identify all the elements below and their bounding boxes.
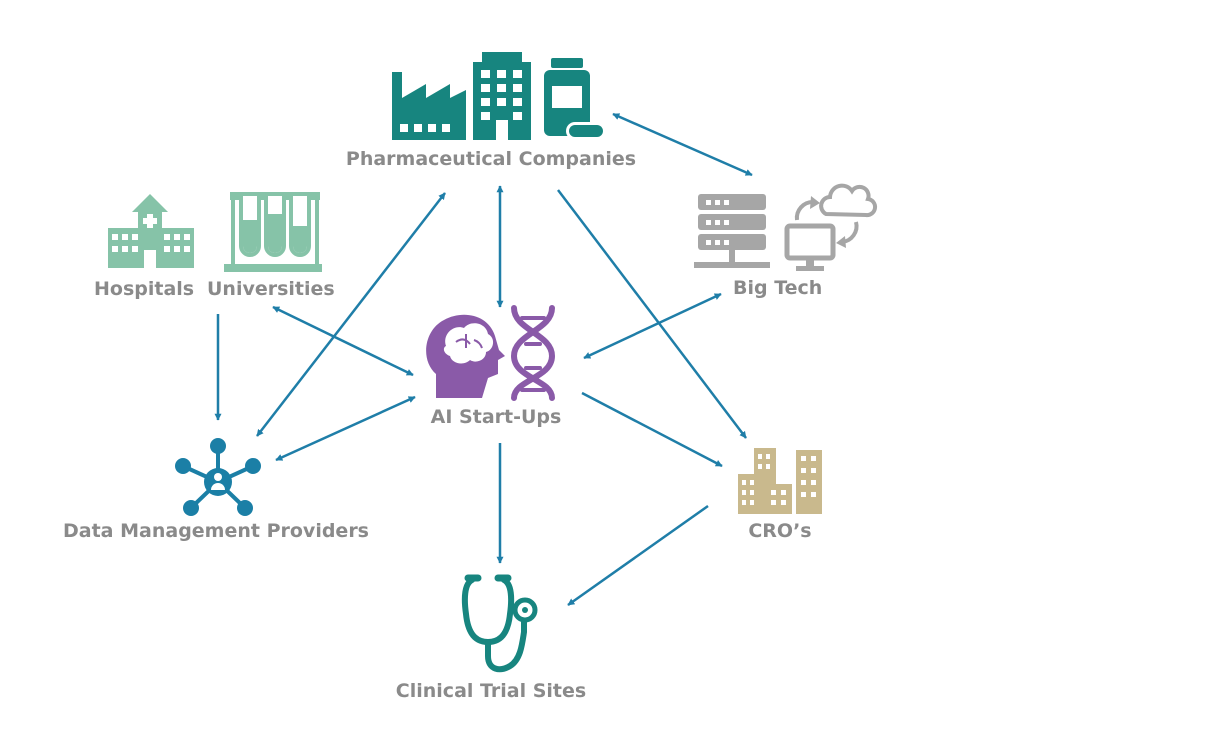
server-rack-icon: [694, 194, 770, 268]
factory-icon: [392, 72, 466, 140]
edge-cros-clinical: [567, 504, 709, 607]
node-bigtech: Big Tech: [694, 183, 878, 299]
network-hub-icon: [175, 438, 261, 516]
edge-aistartups-datamgmt: [275, 395, 416, 462]
medicine-bottle-icon: [544, 58, 606, 140]
node-datamgmt: Data Management Providers: [63, 438, 369, 542]
test-tubes-icon: [224, 192, 322, 272]
cros-label: CRO’s: [748, 520, 811, 542]
brain-head-icon: [426, 314, 505, 398]
cloud-computer-icon: [784, 183, 878, 271]
aistartups-label: AI Start-Ups: [431, 406, 562, 428]
node-hospitals: Hospitals: [94, 194, 194, 300]
hospitals-label: Hospitals: [94, 278, 194, 300]
datamgmt-label: Data Management Providers: [63, 520, 369, 542]
edge-aistartups-cros: [581, 391, 723, 468]
stethoscope-icon: [461, 574, 538, 673]
node-pharma: Pharmaceutical Companies: [346, 52, 636, 170]
bigtech-label: Big Tech: [733, 277, 822, 299]
node-cros: CRO’s: [738, 448, 822, 542]
edge-pharma-bigtech: [612, 112, 753, 177]
pharma-label: Pharmaceutical Companies: [346, 148, 636, 170]
node-aistartups: AI Start-Ups: [426, 305, 562, 428]
edge-universities-aistartups: [272, 305, 414, 377]
city-buildings-icon: [738, 448, 822, 514]
dna-icon: [510, 305, 556, 401]
edge-aistartups-bigtech: [583, 292, 722, 360]
edges: [214, 112, 753, 607]
hospital-icon: [108, 194, 194, 268]
node-clinical: Clinical Trial Sites: [396, 574, 586, 702]
universities-label: Universities: [207, 278, 335, 300]
clinical-label: Clinical Trial Sites: [396, 680, 586, 702]
office-building-icon: [473, 52, 531, 140]
node-universities: Universities: [207, 192, 335, 300]
